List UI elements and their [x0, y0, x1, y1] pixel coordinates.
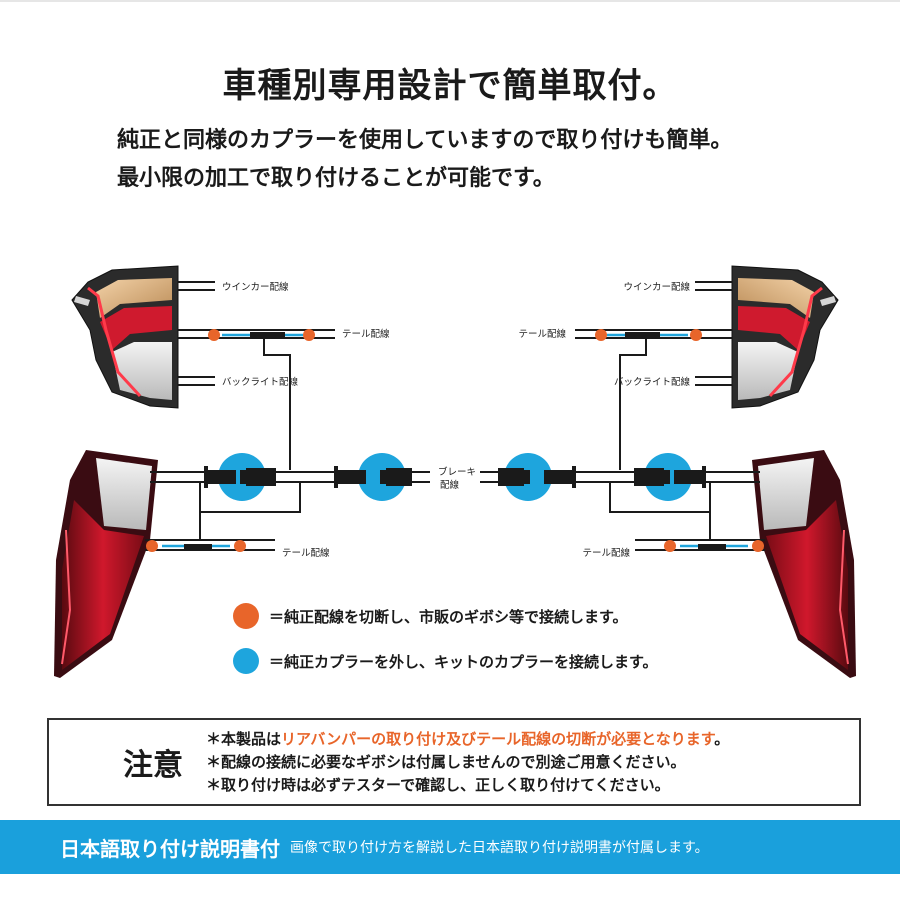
right-lower-tail-lamp [751, 449, 857, 679]
label-left-winker: ウインカー配線 [222, 281, 289, 293]
notice-line-1-prefix: ＊本製品は [206, 730, 282, 748]
right-upper-tail-lamp [730, 264, 840, 410]
page-title: 車種別専用設計で簡単取付。 [222, 66, 678, 106]
footer-banner: 日本語取り付け説明書付 画像で取り付け方を解説した日本語取り付け説明書が付属しま… [0, 820, 900, 874]
left-upper-tail-lamp [70, 264, 180, 410]
label-right-tail-upper: テール配線 [518, 328, 566, 340]
notice-lines: ＊本製品はリアバンパーの取り付け及びテール配線の切断が必要となります。 ＊配線の… [206, 728, 729, 797]
legend-blue: ＝純正カプラーを外し、キットのカプラーを接続します。 [233, 648, 658, 674]
legend-orange-text: ＝純正配線を切断し、市販のギボシ等で接続します。 [269, 607, 628, 626]
footer-title: 日本語取り付け説明書付 [60, 836, 280, 861]
left-wiring [143, 280, 432, 554]
label-brake-line2: 配線 [440, 479, 460, 491]
top-divider [0, 0, 900, 2]
label-left-tail-lower: テール配線 [282, 547, 330, 559]
notice-line-2: ＊配線の接続に必要なギボシは付属しませんので別途ご用意ください。 [206, 753, 686, 771]
label-left-backlight: バックライト配線 [222, 376, 299, 388]
label-right-winker: ウインカー配線 [623, 281, 690, 293]
orange-dot-icon [233, 603, 259, 629]
label-right-backlight: バックライト配線 [614, 376, 691, 388]
label-left-tail-upper: テール配線 [342, 328, 390, 340]
legend-orange: ＝純正配線を切断し、市販のギボシ等で接続します。 [233, 603, 628, 629]
subtitle-line-1: 純正と同様のカプラーを使用していますので取り付けも簡単。 [117, 128, 733, 153]
label-right-tail-lower: テール配線 [582, 547, 630, 559]
notice-line-1-emphasis: リアバンパーの取り付け及びテール配線の切断が必要となります [281, 730, 715, 748]
right-wiring [478, 280, 767, 554]
legend-blue-text: ＝純正カプラーを外し、キットのカプラーを接続します。 [269, 652, 658, 671]
subtitle-line-2: 最小限の加工で取り付けることが可能です。 [117, 166, 555, 191]
left-lower-tail-lamp [53, 449, 159, 679]
notice-line-3: ＊取り付け時は必ずテスターで確認し、正しく取り付けてください。 [206, 776, 670, 794]
notice-title: 注意 [123, 748, 183, 783]
footer-description: 画像で取り付け方を解説した日本語取り付け説明書が付属します。 [290, 840, 709, 856]
blue-dot-icon [233, 648, 259, 674]
notice-line-1-suffix: 。 [714, 730, 730, 748]
wiring-diagram: ウインカー配線 テール配線 バックライト配線 テール配線 ウインカー配線 テール… [53, 264, 857, 679]
notice-box: 注意 ＊本製品はリアバンパーの取り付け及びテール配線の切断が必要となります。 ＊… [47, 718, 861, 806]
label-brake-line1: ブレーキ [438, 466, 476, 478]
notice-line-1: ＊本製品はリアバンパーの取り付け及びテール配線の切断が必要となります。 [206, 728, 729, 751]
